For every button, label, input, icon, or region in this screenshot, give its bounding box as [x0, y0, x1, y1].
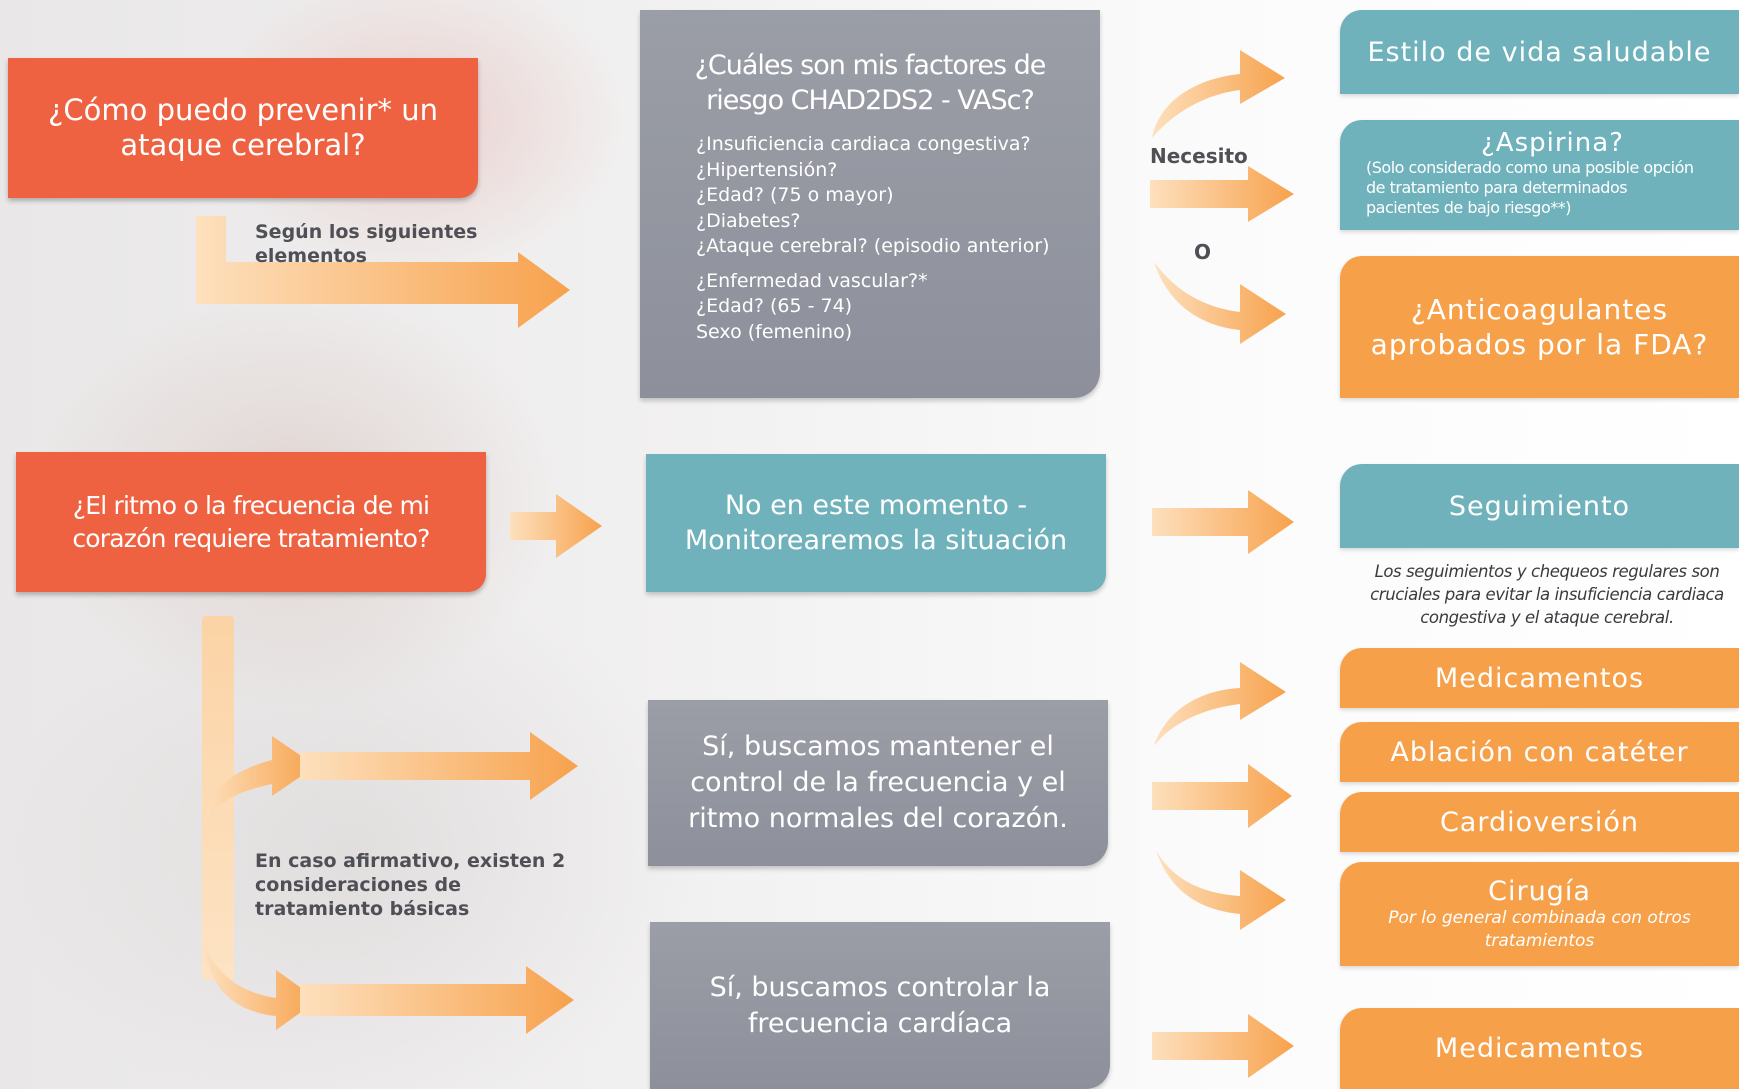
rhythm-control-label: Sí, buscamos mantener el control de la f… [688, 731, 1068, 834]
outcome-aspirin-note: (Solo considerado como una posible opció… [1366, 158, 1694, 217]
outcome-followup: Seguimiento [1340, 464, 1739, 548]
treatment-medications-rate-label: Medicamentos [1434, 1033, 1645, 1064]
risk-factors-title: ¿Cuáles son mis factores de riesgo CHAD2… [694, 50, 1047, 116]
treatment-cardioversion-label: Cardioversión [1439, 806, 1640, 838]
treatment-surgery-label: Cirugía [1488, 875, 1591, 907]
note-following-elements: Según los siguientes elementos [255, 221, 478, 267]
risk-item: ¿Insuficiencia cardiaca congestiva? [696, 133, 1031, 155]
followup-note: Los seguimientos y chequeos regulares so… [1370, 562, 1724, 627]
treatment-ablation-label: Ablación con catéter [1390, 736, 1689, 768]
treatment-surgery-note: Por lo general combinada con otros trata… [1388, 907, 1691, 951]
question-rhythm-treatment: ¿El ritmo o la frecuencia de mi corazón … [16, 452, 486, 592]
treatment-cardioversion: Cardioversión [1340, 792, 1739, 852]
risk-item: ¿Edad? (65 - 74) [696, 295, 853, 317]
treatment-ablation: Ablación con catéter [1340, 722, 1739, 782]
label-need: Necesito [1150, 144, 1248, 168]
arrow-curve-up-lifestyle [1152, 50, 1285, 138]
risk-item: ¿Ataque cerebral? (episodio anterior) [696, 235, 1050, 257]
question-prevent-stroke: ¿Cómo puedo prevenir* un ataque cerebral… [8, 58, 478, 198]
arrow-monitor-to-followup [1152, 490, 1294, 554]
outcome-healthy-lifestyle-label: Estilo de vida saludable [1367, 36, 1712, 68]
arrow-curve-down-anticoag [1154, 262, 1286, 344]
risk-item: Sexo (femenino) [696, 320, 853, 343]
outcome-aspirin: ¿Aspirina? (Solo considerado como una po… [1340, 120, 1739, 230]
risk-item: ¿Edad? (75 o mayor) [696, 184, 894, 206]
outcome-anticoagulants-label: ¿Anticoagulantes aprobados por la FDA? [1370, 293, 1709, 361]
note-two-considerations: En caso afirmativo, existen 2 considerac… [255, 850, 566, 920]
risk-factors-list: ¿Insuficiencia cardiaca congestiva? ¿Hip… [696, 132, 1050, 345]
treatment-medications-label: Medicamentos [1434, 662, 1645, 694]
outcome-healthy-lifestyle: Estilo de vida saludable [1340, 10, 1739, 94]
question-prevent-stroke-title: ¿Cómo puedo prevenir* un ataque cerebral… [48, 93, 438, 162]
arrow-branch-rhythm [204, 736, 316, 824]
monitor-situation-box: No en este momento - Monitorearemos la s… [646, 454, 1106, 592]
treatment-medications-rate: Medicamentos [1340, 1008, 1739, 1089]
treatment-medications: Medicamentos [1340, 648, 1739, 708]
label-or: O [1194, 240, 1212, 264]
outcome-followup-label: Seguimiento [1448, 490, 1631, 522]
arrow-to-rhythm [300, 732, 578, 800]
rate-control-label: Sí, buscamos controlar la frecuencia car… [709, 971, 1051, 1039]
arrow-rate-to-meds [1152, 1014, 1294, 1078]
rate-control-box: Sí, buscamos controlar la frecuencia car… [650, 922, 1110, 1089]
risk-item: ¿Hipertensión? [696, 158, 838, 181]
outcome-aspirin-title: ¿Aspirina? [1481, 128, 1624, 158]
risk-item: ¿Diabetes? [696, 209, 801, 232]
arrow-to-aspirin [1150, 166, 1294, 222]
arrow-curve-up-meds [1154, 662, 1286, 746]
arrow-curve-down-surgery [1156, 850, 1286, 930]
risk-factors-box: ¿Cuáles son mis factores de riesgo CHAD2… [640, 10, 1100, 398]
monitor-situation-label: No en este momento - Monitorearemos la s… [684, 490, 1068, 556]
treatment-surgery: Cirugía Por lo general combinada con otr… [1340, 862, 1739, 966]
rhythm-control-box: Sí, buscamos mantener el control de la f… [648, 700, 1108, 866]
arrow-q1-to-risk [196, 216, 570, 328]
risk-item: ¿Enfermedad vascular?* [696, 269, 928, 292]
question-rhythm-treatment-title: ¿El ritmo o la frecuencia de mi corazón … [72, 491, 430, 553]
arrow-branch-rate [204, 940, 318, 1030]
arrow-to-rate [300, 966, 574, 1034]
arrow-q2-to-monitor [510, 494, 602, 558]
arrow-to-ablation [1152, 764, 1292, 828]
outcome-anticoagulants: ¿Anticoagulantes aprobados por la FDA? [1340, 256, 1739, 398]
